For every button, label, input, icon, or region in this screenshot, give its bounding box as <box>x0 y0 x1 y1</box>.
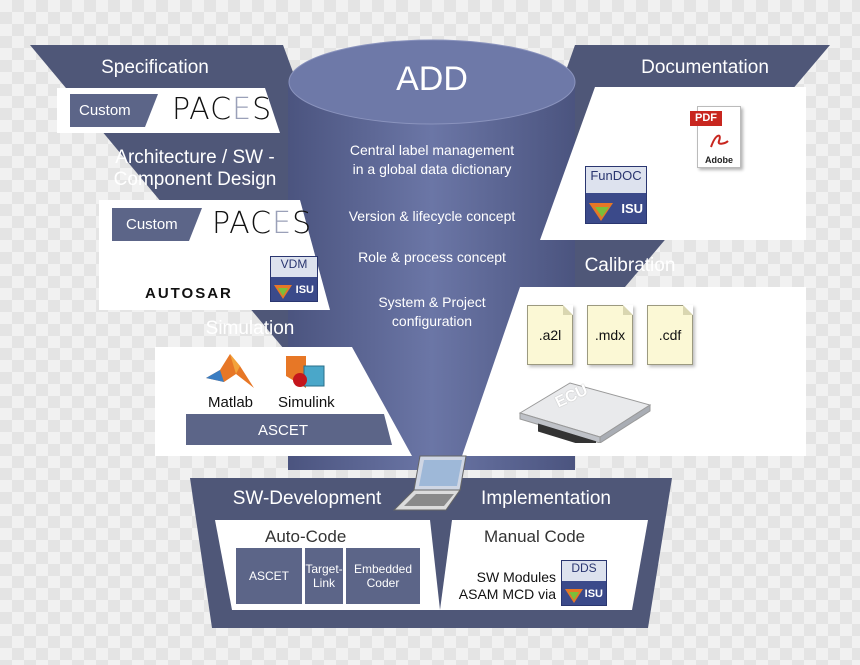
custom-tag-1 <box>70 94 158 127</box>
ecu-device-icon <box>518 382 652 443</box>
fundoc-label: FunDOC <box>586 167 646 193</box>
adobe-swirl-icon <box>710 134 729 148</box>
dds-label: DDS <box>562 561 606 582</box>
pdf-document-icon: PDF Adobe <box>690 106 741 168</box>
file-mdx: .mdx <box>587 305 633 365</box>
vdm-isu-logo: VDM ISU <box>270 256 318 302</box>
specification-heading: Specification <box>101 57 209 78</box>
simulation-heading: Simulation <box>205 318 295 339</box>
calibration-heading: Calibration <box>584 255 676 276</box>
paces-logo-1: PACES <box>172 92 273 127</box>
add-item-system-project: System & Project configuration <box>378 294 486 329</box>
isu-label-dds: ISU <box>584 587 603 600</box>
add-item-role-process: Role & process concept <box>358 249 506 265</box>
simulink-label: Simulink <box>278 394 335 411</box>
paces-logo-2: PACES <box>212 206 313 241</box>
matlab-icon <box>206 354 254 388</box>
laptop-icon <box>392 455 467 511</box>
matlab-label: Matlab <box>208 394 254 411</box>
isu-label: ISU <box>295 283 314 296</box>
embedded-coder-button: Embedded Coder <box>346 548 420 604</box>
ascet-button: ASCET <box>236 548 302 604</box>
custom-tag-2 <box>112 208 202 241</box>
simulink-icon <box>286 356 325 388</box>
custom-label-1: Custom <box>79 102 131 119</box>
targetlink-button: Target- Link <box>305 548 343 604</box>
implementation-heading: Implementation <box>481 488 611 509</box>
add-title: ADD <box>396 60 468 98</box>
sw-development-heading: SW-Development <box>232 488 382 509</box>
pdf-badge: PDF <box>690 111 722 126</box>
add-item-version-lifecycle: Version & lifecycle concept <box>348 208 516 224</box>
file-a2l: .a2l <box>527 305 573 365</box>
isu-label-fundoc: ISU <box>621 200 643 216</box>
fundoc-isu-logo: FunDOC ISU <box>585 166 647 224</box>
manual-code-heading: Manual Code <box>484 527 586 546</box>
autosar-logo: AUTOSAR <box>145 285 233 302</box>
add-cylinder-top <box>288 39 576 125</box>
custom-label-2: Custom <box>126 216 178 233</box>
add-item-label-management: Central label management in a global dat… <box>349 142 515 177</box>
auto-code-heading: Auto-Code <box>265 527 347 546</box>
file-cdf: .cdf <box>647 305 693 365</box>
documentation-heading: Documentation <box>641 57 769 78</box>
ascet-label-left: ASCET <box>258 422 309 439</box>
vdm-label: VDM <box>271 257 317 278</box>
sw-modules-label: SW Modules ASAM MCD via <box>458 569 556 602</box>
dds-isu-logo: DDS ISU <box>561 560 607 606</box>
adobe-label: Adobe <box>705 155 733 165</box>
architecture-heading: Architecture / SW - Component Design <box>113 147 277 190</box>
ascet-bar-left <box>186 414 392 445</box>
